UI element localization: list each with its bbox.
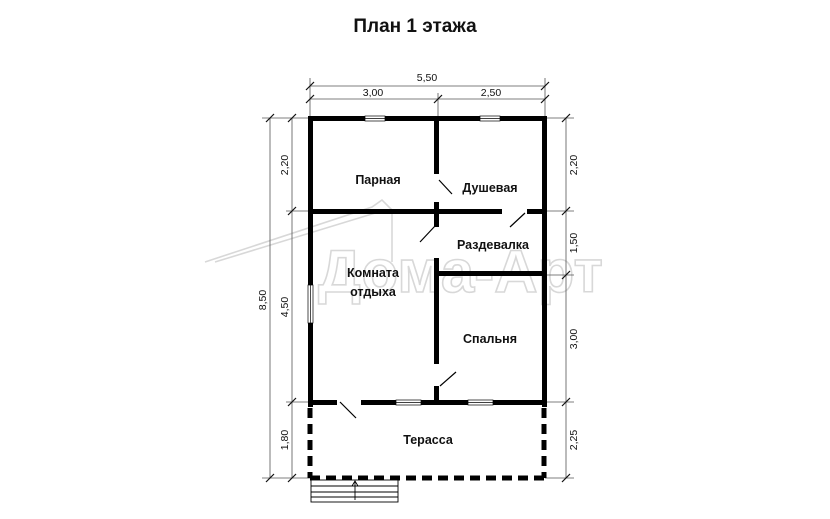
door-spalnya [439, 371, 457, 387]
dim-right-4: 2,25 [568, 430, 580, 451]
page-title: План 1 этажа [353, 16, 477, 37]
walls [308, 116, 547, 407]
dim-left-total: 8,50 [257, 290, 269, 311]
dim-left-upper: 2,20 [279, 155, 291, 176]
room-label-dushevaya: Душевая [462, 181, 517, 195]
room-label-razdevalka: Раздевалка [457, 238, 530, 252]
door-komnata [419, 225, 436, 243]
door-dushevaya [438, 179, 453, 195]
dim-right-2: 1,50 [568, 233, 580, 254]
dim-top-left: 3,00 [363, 87, 384, 99]
dim-top-total: 5,50 [417, 72, 438, 84]
dimension-ticks [265, 81, 571, 483]
dim-left-middle: 4,50 [279, 297, 291, 318]
room-label-spalnya: Спальня [463, 332, 517, 346]
room-label-komnata-line1: Комната [347, 266, 400, 280]
windows [307, 115, 501, 406]
room-label-komnata-line2: отдыха [350, 285, 397, 299]
door-terrace-entry [339, 401, 357, 419]
dim-right-1: 2,20 [568, 155, 580, 176]
doors [337, 179, 526, 419]
steps [310, 479, 399, 503]
door-razdevalka [509, 212, 526, 228]
dim-top-right: 2,50 [481, 87, 502, 99]
dim-right-3: 3,00 [568, 329, 580, 350]
dim-left-lower: 1,80 [279, 430, 291, 451]
room-label-terrasa: Терасса [403, 433, 454, 447]
terrace [307, 408, 547, 481]
room-label-parnaya: Парная [355, 173, 400, 187]
